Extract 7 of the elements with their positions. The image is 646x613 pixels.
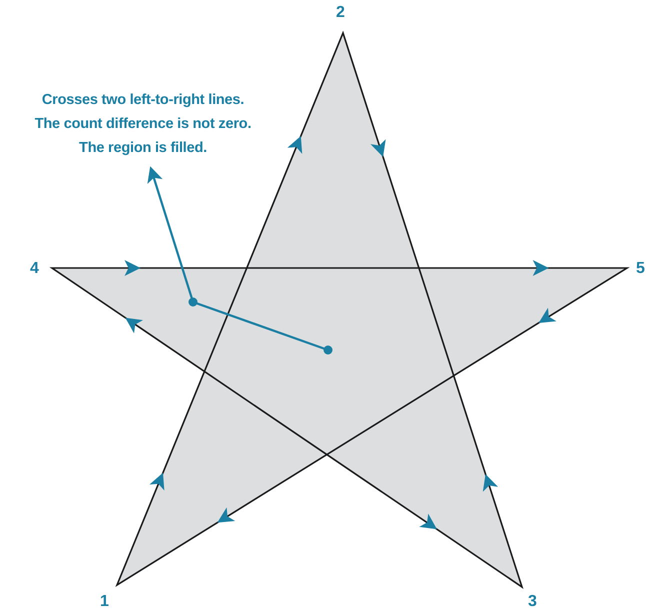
- callout-text: Crosses two left-to-right lines. The count difference is not zero. The region is filled.: [30, 88, 256, 160]
- leader-line: [147, 166, 332, 354]
- vertex-number: 1: [100, 594, 109, 610]
- vertex-number: 4: [30, 261, 39, 277]
- vertex-number: 5: [636, 261, 645, 277]
- vertex-number: 2: [336, 5, 345, 21]
- vertex-number: 3: [528, 594, 537, 610]
